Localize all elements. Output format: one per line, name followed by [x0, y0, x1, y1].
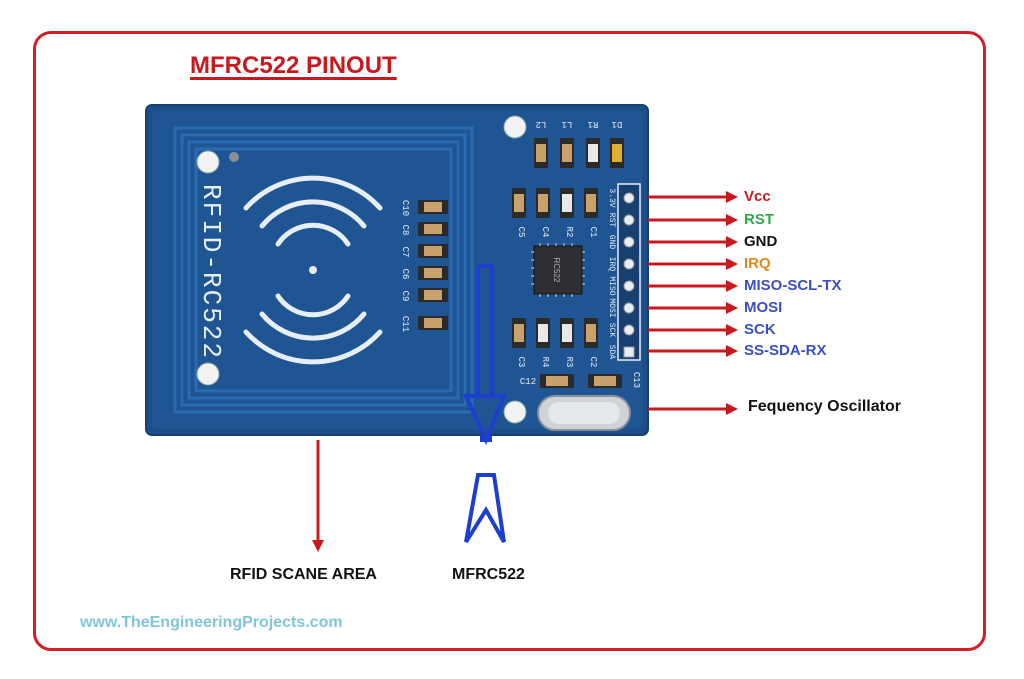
pin-silk-3v3: 3.3V	[607, 188, 616, 207]
rf-waves-icon	[243, 175, 383, 365]
pin-label-sck: SCK	[744, 321, 776, 338]
mfrc522-chip-arrow	[462, 264, 507, 544]
xtal-cap-label-c12: C12	[520, 377, 536, 387]
pin-label-mosi: MOSI	[744, 299, 783, 316]
pin-silk-gnd: GND	[607, 235, 616, 250]
cap-label-c6: C6	[400, 269, 410, 280]
top-label-l2: L2	[536, 119, 547, 129]
rfid-area-label: RFID SCANE AREA	[230, 566, 377, 583]
oscillator-label: Fequency Oscillator	[748, 398, 901, 415]
pin-label-vcc: Vcc	[744, 188, 771, 205]
mount-hole-bl	[196, 362, 220, 386]
chip-label: RC522	[552, 258, 561, 283]
module-silkscreen-label: RFID-RC522	[196, 184, 226, 360]
pin-label-ss-sda: SS-SDA-RX	[744, 342, 827, 359]
crystal-oscillator	[537, 395, 631, 431]
pin-silk-irq: IRQ	[607, 257, 616, 272]
row3-label-c3: C3	[516, 357, 526, 368]
pin-label-irq: IRQ	[744, 255, 771, 272]
pin-arrows	[648, 191, 738, 415]
diagram-frame	[33, 31, 986, 651]
pin-label-rst: RST	[744, 211, 774, 228]
row2-label-c4: C4	[540, 227, 550, 238]
pin-silk-sck: SCK	[607, 323, 616, 338]
capacitor-column	[418, 200, 448, 330]
pin-label-miso: MISO-SCL-TX	[744, 277, 842, 294]
top-component-row	[534, 138, 624, 168]
top-label-r1: R1	[588, 119, 599, 129]
row3-label-r4: R4	[540, 357, 550, 368]
cap-label-c7: C7	[400, 247, 410, 258]
pin-label-gnd: GND	[744, 233, 778, 250]
pin-silk-mosi: MOSI	[607, 298, 616, 317]
pin-silk-rst: RST	[607, 213, 616, 228]
mount-hole-br	[503, 400, 527, 424]
top-label-l1: L1	[562, 119, 573, 129]
cap-label-c9: C9	[400, 291, 410, 302]
third-component-row	[512, 318, 598, 348]
second-component-row	[512, 188, 598, 218]
row2-label-r2: R2	[564, 227, 574, 238]
cap-label-c8: C8	[400, 225, 410, 236]
row3-label-r3: R3	[564, 357, 574, 368]
row2-label-c5: C5	[516, 227, 526, 238]
row3-label-c2: C2	[588, 357, 598, 368]
mount-hole-tl	[196, 150, 220, 174]
website-watermark: www.TheEngineeringProjects.com	[80, 614, 343, 631]
cap-label-c11: C11	[400, 316, 410, 332]
antenna-coil	[173, 126, 474, 414]
rfid-area-arrow	[312, 440, 324, 552]
page-title: MFRC522 PINOUT	[190, 52, 397, 79]
mfrc522-chip: RC522	[531, 243, 585, 297]
pin-silk-sda: SDA	[607, 345, 616, 360]
cap-label-c10: C10	[400, 200, 410, 216]
xtal-cap-label-c13: C13	[631, 372, 641, 388]
header-pins	[617, 183, 641, 361]
mount-hole-tr	[503, 115, 527, 139]
mfrc522-label: MFRC522	[452, 566, 525, 583]
row2-label-c1: C1	[588, 227, 598, 238]
xtal-caps	[540, 374, 622, 388]
rf-center-dot	[309, 266, 317, 274]
top-label-d1: D1	[612, 119, 623, 129]
pin-silk-miso: MISO	[607, 276, 616, 295]
